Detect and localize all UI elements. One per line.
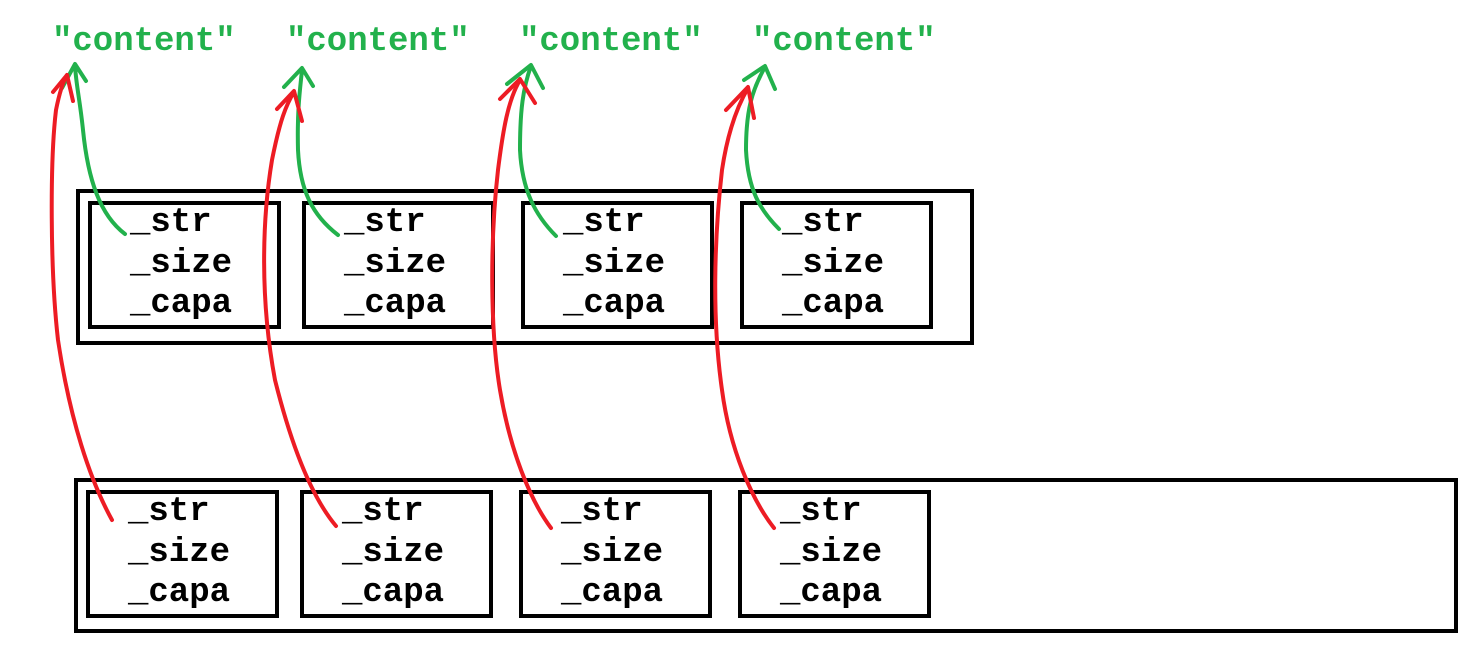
field-size: _size [130, 245, 233, 283]
red-arrowhead-0 [51, 73, 75, 103]
field-str: _str [782, 204, 864, 242]
old-element-2: _str _size _capa [521, 201, 714, 329]
field-str: _str [780, 493, 862, 531]
green-arrowhead-3 [742, 64, 777, 91]
new-element-3: _str _size _capa [738, 490, 931, 618]
field-capa: _capa [780, 574, 883, 612]
field-capa: _capa [563, 285, 666, 323]
field-str: _str [342, 493, 424, 531]
new-element-0: _str _size _capa [86, 490, 279, 618]
field-str: _str [130, 204, 212, 242]
field-size: _size [344, 245, 447, 283]
field-capa: _capa [342, 574, 445, 612]
red-arrowhead-3 [724, 85, 756, 120]
field-capa: _capa [561, 574, 664, 612]
field-capa: _capa [130, 285, 233, 323]
new-element-2: _str _size _capa [519, 490, 712, 618]
content-string-3: "content" [752, 23, 936, 61]
content-string-0: "content" [52, 23, 236, 61]
field-str: _str [128, 493, 210, 531]
green-arrowhead-0 [60, 62, 88, 90]
red-arrowhead-2 [498, 77, 537, 105]
green-arrowhead-1 [282, 66, 315, 89]
field-size: _size [563, 245, 666, 283]
field-size: _size [561, 534, 664, 572]
old-element-3: _str _size _capa [740, 201, 933, 329]
field-str: _str [561, 493, 643, 531]
content-string-2: "content" [519, 23, 703, 61]
old-element-0: _str _size _capa [88, 201, 281, 329]
field-capa: _capa [344, 285, 447, 323]
field-size: _size [342, 534, 445, 572]
field-capa: _capa [128, 574, 231, 612]
field-capa: _capa [782, 285, 885, 323]
new-element-1: _str _size _capa [300, 490, 493, 618]
field-size: _size [780, 534, 883, 572]
field-str: _str [563, 204, 645, 242]
field-str: _str [344, 204, 426, 242]
old-element-1: _str _size _capa [302, 201, 495, 329]
red-arrowhead-1 [275, 89, 304, 123]
content-string-1: "content" [286, 23, 470, 61]
field-size: _size [128, 534, 231, 572]
green-arrowhead-2 [505, 63, 545, 90]
field-size: _size [782, 245, 885, 283]
